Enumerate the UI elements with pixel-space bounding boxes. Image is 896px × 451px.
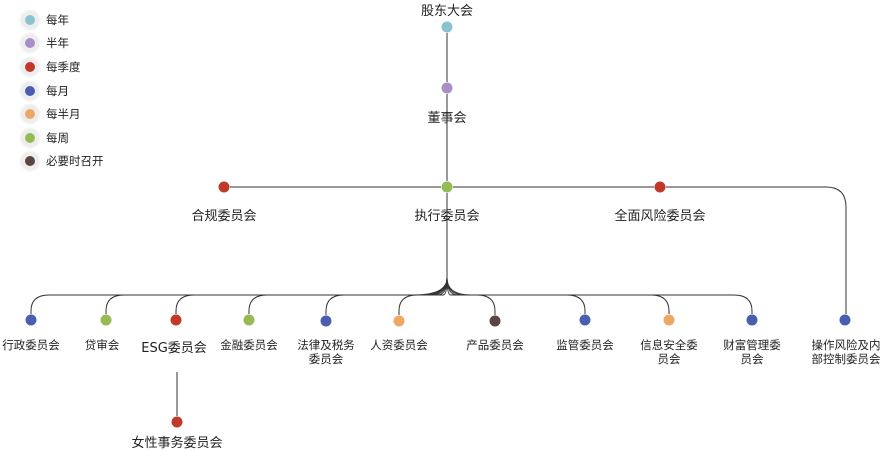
legend-item-semi-monthly: 每半月: [20, 104, 81, 124]
legend-item-half-yearly: 半年: [20, 33, 69, 53]
label-legal-tax-committee: 法律及税务委员会: [297, 338, 355, 366]
label-info-security-committee: 信息安全委员会: [640, 338, 698, 366]
node-dot-jinrong: [243, 314, 255, 326]
legend-dot-weekly: [25, 133, 35, 143]
legend-label-half-yearly: 半年: [46, 36, 69, 50]
edge-executive-to-chanpin: [446, 277, 496, 315]
node-dot-hegui: [218, 181, 230, 193]
node-dot-renzi: [393, 315, 405, 327]
label-hr-committee: 人资委员会: [370, 338, 428, 352]
legend-label-as-needed: 必要时召开: [46, 154, 104, 168]
label-executive-committee: 执行委员会: [414, 209, 480, 224]
label-administrative-committee: 行政委员会: [2, 338, 60, 352]
legend-dot-yearly: [25, 15, 35, 25]
node-dot-xingzheng: [25, 314, 37, 326]
node-dot-esg: [170, 314, 182, 326]
label-esg-committee: ESG委员会: [141, 341, 207, 356]
edge-executive-to-renzi: [398, 277, 448, 315]
legend-item-monthly: 每月: [20, 81, 69, 101]
edge-executive-to-falv: [325, 277, 448, 315]
legend-label-weekly: 每周: [46, 131, 69, 145]
legend-dot-half-yearly: [25, 38, 35, 48]
edge-executive-to-caifu: [446, 277, 753, 314]
node-dot-falv: [320, 315, 332, 327]
node-dot-zhixing: [441, 181, 453, 193]
edge-risk-to-operational: [666, 186, 847, 314]
label-regulatory-committee: 监管委员会: [556, 338, 614, 352]
node-dot-xinxi: [663, 314, 675, 326]
label-shareholders-meeting: 股东大会: [420, 4, 474, 19]
edge-executive-to-jinrong: [248, 277, 448, 314]
edge-executive-to-xinxi: [446, 277, 670, 314]
label-wealth-management-committee: 财富管理委员会: [723, 338, 781, 366]
label-product-committee: 产品委员会: [466, 338, 524, 352]
legend-label-semi-monthly: 每半月: [46, 107, 81, 121]
node-dot-quanmian: [654, 181, 666, 193]
legend-label-monthly: 每月: [46, 84, 69, 98]
legend-dot-semi-monthly: [25, 109, 35, 119]
legend-dot-quarterly: [25, 62, 35, 72]
legend-item-quarterly: 每季度: [20, 57, 81, 77]
label-operational-risk-committee: 操作风险及内部控制委员会: [811, 338, 881, 366]
node-dot-jianguan: [579, 314, 591, 326]
legend-dot-as-needed: [25, 156, 35, 166]
node-dot-daishen: [100, 314, 112, 326]
label-comprehensive-risk-committee: 全面风险委员会: [614, 209, 706, 224]
node-dot-caozuo: [839, 314, 851, 326]
label-compliance-committee: 合规委员会: [191, 209, 257, 224]
legend-label-yearly: 每年: [46, 13, 69, 27]
edge-executive-to-jianguan: [446, 277, 586, 314]
node-dot-dongshi: [441, 82, 453, 94]
label-women-affairs-committee: 女性事务委员会: [131, 436, 223, 451]
node-dot-chanpin: [489, 315, 501, 327]
label-finance-committee: 金融委员会: [220, 338, 278, 352]
legend-item-yearly: 每年: [20, 10, 69, 30]
label-loan-review-committee: 贷审会: [84, 338, 120, 352]
label-board-of-directors: 董事会: [427, 111, 467, 126]
edge-executive-to-xingzheng: [30, 277, 448, 314]
node-dot-gudong: [441, 21, 453, 33]
node-dot-nvxing: [171, 416, 183, 428]
legend-item-as-needed: 必要时召开: [20, 151, 104, 171]
edge-executive-to-esg: [175, 277, 448, 314]
legend-dot-monthly: [25, 86, 35, 96]
legend-label-quarterly: 每季度: [46, 60, 81, 74]
edge-executive-to-daishen: [105, 277, 448, 314]
node-dot-caifu: [746, 314, 758, 326]
legend-item-weekly: 每周: [20, 128, 69, 148]
